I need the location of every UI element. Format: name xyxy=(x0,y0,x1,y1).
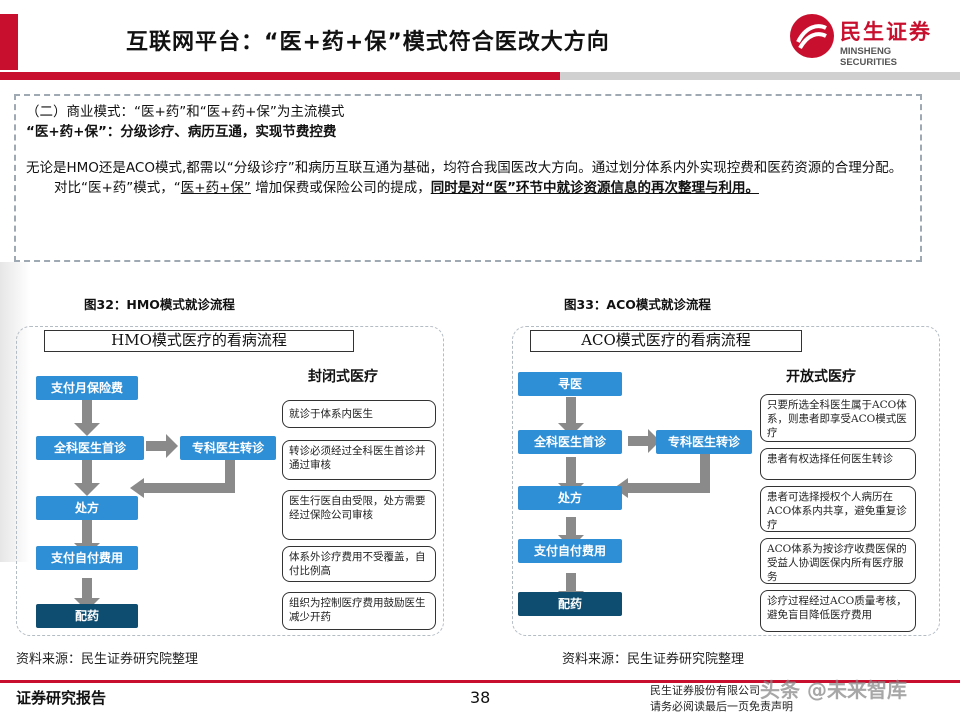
aco-step-gp-visit: 全科医生首诊 xyxy=(518,430,622,454)
aco-note-5: 诊疗过程经过ACO质量考核，避免盲目降低医疗费用 xyxy=(760,590,916,632)
header-rule-red xyxy=(0,72,560,80)
hmo-note-1: 就诊于体系内医生 xyxy=(282,400,436,428)
company-logo: 民生证券 MINSHENG SECURITIES xyxy=(790,10,950,68)
section-heading: （二）商业模式：“医+药”和“医+药+保”为主流模式 xyxy=(26,104,345,120)
hmo-note-4: 体系外诊疗费用不受覆盖，自付比例高 xyxy=(282,546,436,582)
aco-step-specialist: 专科医生转诊 xyxy=(656,430,752,454)
hmo-note-3: 医生行医自由受限，处方需要经过保险公司审核 xyxy=(282,490,436,540)
figure-caption-aco: 图33：ACO模式就诊流程 xyxy=(564,297,711,312)
hmo-diagram-title: HMO模式医疗的看病流程 xyxy=(44,330,354,352)
figure-caption-hmo: 图32：HMO模式就诊流程 xyxy=(84,297,235,312)
report-label: 证券研究报告 xyxy=(16,689,107,707)
header-rule-grey xyxy=(560,72,960,80)
watermark: 头条 @未来智库 xyxy=(760,678,907,702)
hmo-source: 资料来源：民生证券研究院整理 xyxy=(16,652,199,667)
footer-rule xyxy=(0,680,960,683)
hmo-step-copay: 支付自付费用 xyxy=(36,546,138,570)
aco-step-prescription: 处方 xyxy=(518,486,622,510)
hmo-step-dispense: 配药 xyxy=(36,604,138,628)
intro-paragraph-1: 无论是HMO还是ACO模式,都需以“分级诊疗”和病历互联互通为基础，均符合我国医… xyxy=(26,160,903,176)
aco-step-copay: 支付自付费用 xyxy=(518,539,622,563)
hmo-diagram-frame xyxy=(16,326,444,636)
company-name: 民生证券股份有限公司 xyxy=(650,684,760,697)
logo-text-en: MINSHENG SECURITIES xyxy=(840,46,898,68)
aco-note-2: 患者有权选择任何医生转诊 xyxy=(760,448,916,480)
aco-subtitle: 开放式医疗 xyxy=(786,369,856,385)
aco-note-3: 患者可选择授权个人病历在ACO体系内共享，避免重复诊疗 xyxy=(760,486,916,532)
hmo-step-pay-premium: 支付月保险费 xyxy=(36,376,138,400)
hmo-subtitle: 封闭式医疗 xyxy=(308,369,378,385)
hmo-step-specialist: 专科医生转诊 xyxy=(180,436,276,460)
intro-box: （二）商业模式：“医+药”和“医+药+保”为主流模式 “医+药+保”：分级诊疗、… xyxy=(14,94,922,262)
disclaimer: 请务必阅读最后一页免责声明 xyxy=(650,700,793,713)
aco-diagram-title: ACO模式医疗的看病流程 xyxy=(530,330,802,352)
page-title: 互联网平台：“医+药+保”模式符合医改大方向 xyxy=(126,30,610,55)
logo-text-cn: 民生证券 xyxy=(840,20,932,44)
logo-mark-icon xyxy=(790,14,834,58)
section-subheading: “医+药+保”：分级诊疗、病历互通，实现节费控费 xyxy=(26,124,337,140)
header-accent-bar xyxy=(0,14,18,70)
hmo-note-2: 转诊必须经过全科医生首诊并通过审核 xyxy=(282,440,436,480)
hmo-step-gp-visit: 全科医生首诊 xyxy=(36,436,144,460)
hmo-note-5: 组织为控制医疗费用鼓励医生减少开药 xyxy=(282,592,436,630)
aco-source: 资料来源：民生证券研究院整理 xyxy=(562,652,745,667)
left-shadow-decoration xyxy=(0,262,30,562)
aco-step-dispense: 配药 xyxy=(518,592,622,616)
hmo-step-prescription: 处方 xyxy=(36,496,138,520)
aco-note-1: 只要所选全科医生属于ACO体系，则患者即享受ACO模式医疗 xyxy=(760,394,916,442)
aco-diagram-frame xyxy=(512,326,940,636)
intro-paragraph-2: 对比“医+药”模式，“医+药+保” 增加保费或保险公司的提成，同时是对“医”环节… xyxy=(54,180,759,196)
page-number: 38 xyxy=(470,688,491,707)
aco-step-find-doctor: 寻医 xyxy=(518,372,622,396)
aco-note-4: ACO体系为按诊疗收费医保的受益人协调医保内所有医疗服务 xyxy=(760,538,916,584)
